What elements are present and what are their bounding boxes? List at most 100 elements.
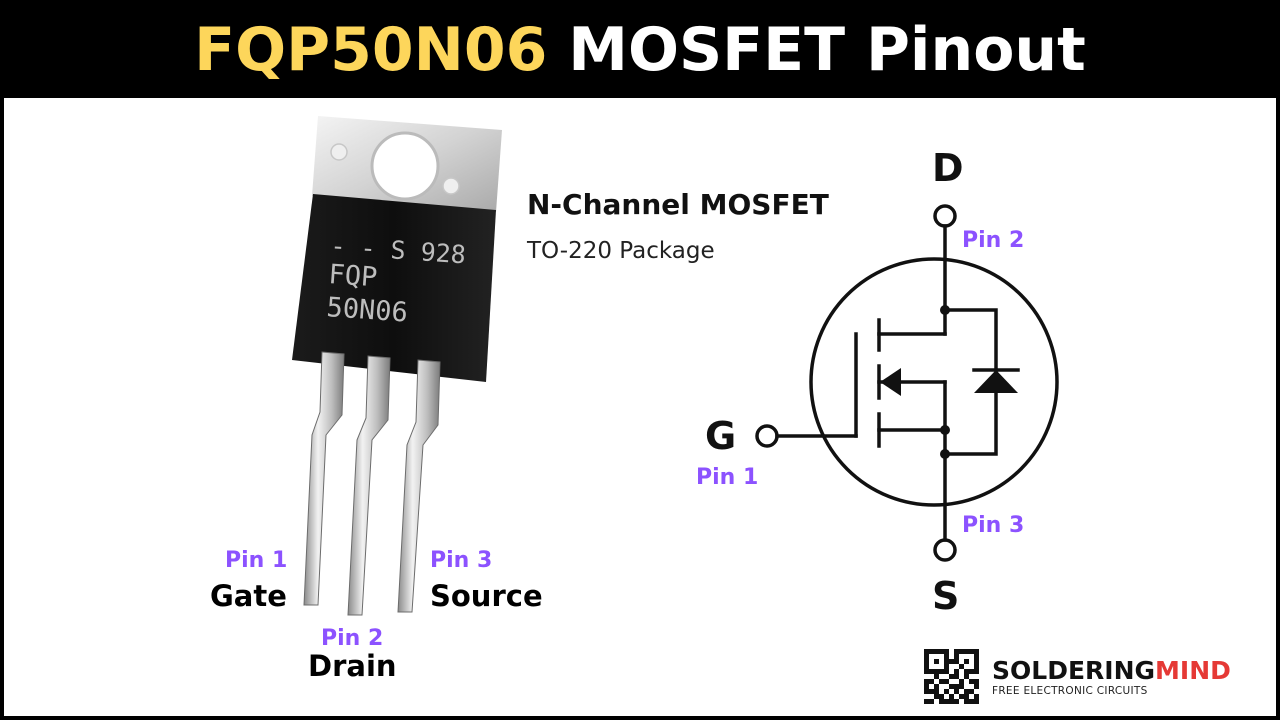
- qr-module: [964, 699, 969, 704]
- qr-module: [959, 684, 964, 689]
- qr-module: [954, 669, 959, 674]
- qr-module: [939, 694, 944, 699]
- qr-module: [959, 679, 964, 684]
- lead-1-name: Gate: [210, 579, 287, 613]
- junction-dot-drain: [940, 305, 950, 315]
- mounting-hole: [370, 131, 440, 201]
- qr-module: [954, 699, 959, 704]
- lead-gate: [303, 351, 345, 606]
- qr-module: [964, 659, 969, 664]
- qr-module: [959, 694, 964, 699]
- marking-line-2: FQP: [328, 259, 379, 293]
- qr-module: [944, 664, 949, 669]
- lead-3-pin-label: Pin 3: [430, 548, 492, 573]
- title-rest: MOSFET Pinout: [547, 15, 1086, 85]
- qr-module: [924, 649, 929, 654]
- qr-module: [924, 684, 929, 689]
- qr-module: [969, 669, 974, 674]
- brand-logo[interactable]: SOLDERINGMIND FREE ELECTRONIC CIRCUITS: [992, 656, 1231, 697]
- qr-module: [954, 654, 959, 659]
- lead-drain: [347, 355, 391, 616]
- qr-module: [969, 649, 974, 654]
- diode-icon: [974, 370, 1018, 393]
- qr-module: [964, 689, 969, 694]
- qr-module: [944, 699, 949, 704]
- qr-module: [974, 659, 979, 664]
- qr-module: [939, 669, 944, 674]
- qr-module: [924, 669, 929, 674]
- brand-name-part2: MIND: [1155, 656, 1231, 685]
- qr-module: [974, 664, 979, 669]
- qr-module: [944, 659, 949, 664]
- drain-terminal: [933, 204, 957, 228]
- qr-module: [959, 649, 964, 654]
- content-panel: [4, 98, 1276, 716]
- drain-letter: D: [932, 146, 964, 190]
- symbol-envelope: [809, 257, 1059, 507]
- qr-module: [924, 659, 929, 664]
- qr-module: [964, 694, 969, 699]
- qr-module: [969, 679, 974, 684]
- qr-module: [974, 654, 979, 659]
- qr-module: [924, 664, 929, 669]
- qr-module: [924, 679, 929, 684]
- qr-module: [974, 649, 979, 654]
- plastic-body: [292, 194, 496, 382]
- qr-module: [954, 659, 959, 664]
- qr-module: [924, 699, 929, 704]
- qr-module: [934, 684, 939, 689]
- qr-module: [944, 679, 949, 684]
- brand-name: SOLDERINGMIND: [992, 656, 1231, 685]
- gate-letter: G: [705, 414, 736, 458]
- qr-module: [929, 699, 934, 704]
- marking-line-3: 50N06: [326, 292, 409, 329]
- source-pin-label: Pin 3: [962, 513, 1024, 538]
- qr-module: [929, 649, 934, 654]
- header-bar: FQP50N06 MOSFET Pinout: [0, 0, 1280, 98]
- brand-name-part1: SOLDERING: [992, 656, 1156, 685]
- qr-module: [929, 679, 934, 684]
- qr-module: [924, 689, 929, 694]
- lead-source: [397, 359, 441, 613]
- qr-code-icon: [924, 649, 979, 704]
- qr-module: [974, 669, 979, 674]
- lead-1-pin-label: Pin 1: [225, 548, 287, 573]
- junction-dot-body: [940, 425, 950, 435]
- brand-tagline: FREE ELECTRONIC CIRCUITS: [992, 685, 1148, 697]
- package-type: TO-220 Package: [527, 238, 715, 264]
- qr-module: [949, 699, 954, 704]
- gate-terminal: [755, 424, 779, 448]
- lead-3-name: Source: [430, 579, 543, 613]
- qr-module: [964, 674, 969, 679]
- qr-module: [954, 649, 959, 654]
- qr-module: [944, 689, 949, 694]
- tab-dimple-left: [330, 143, 348, 161]
- qr-module: [929, 669, 934, 674]
- qr-module: [934, 689, 939, 694]
- qr-module: [949, 674, 954, 679]
- qr-module: [949, 659, 954, 664]
- qr-module: [944, 649, 949, 654]
- qr-module: [964, 669, 969, 674]
- source-letter: S: [932, 574, 959, 618]
- qr-module: [949, 694, 954, 699]
- qr-module: [954, 684, 959, 689]
- gate-pin-label: Pin 1: [696, 465, 758, 490]
- source-terminal: [933, 538, 957, 562]
- title-part-number: FQP50N06: [194, 15, 548, 85]
- lead-2-name: Drain: [308, 649, 397, 683]
- qr-module: [974, 694, 979, 699]
- to220-package: - - S 928 FQP 50N06: [292, 116, 502, 616]
- qr-module: [949, 684, 954, 689]
- channel-arrow-icon: [880, 368, 901, 396]
- qr-module: [924, 654, 929, 659]
- qr-module: [974, 679, 979, 684]
- qr-module: [934, 659, 939, 664]
- qr-module: [969, 689, 974, 694]
- tab-dimple-right: [442, 177, 460, 195]
- channel-type: N-Channel MOSFET: [527, 188, 829, 221]
- page-title: FQP50N06 MOSFET Pinout: [194, 10, 1086, 90]
- mosfet-symbol: [755, 204, 1059, 562]
- qr-module: [954, 689, 959, 694]
